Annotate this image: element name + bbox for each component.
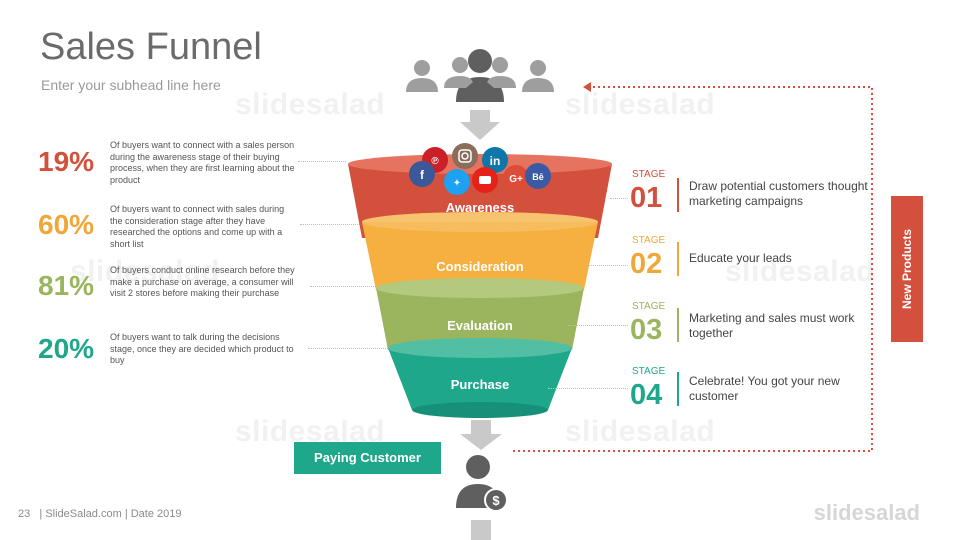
social-media-icons: ℗ in f ✦ G+ Bē: [409, 143, 551, 195]
funnel-label-purchase: Purchase: [451, 377, 510, 392]
page-number: 23: [18, 508, 31, 520]
connector-line: [568, 325, 628, 326]
connector-line: [310, 286, 380, 287]
stage-number: 02: [630, 248, 663, 280]
svg-text:in: in: [490, 154, 501, 168]
stage-text: Marketing and sales must work together: [689, 311, 855, 340]
stage-number: 03: [630, 314, 663, 346]
stat-value: 81%: [38, 270, 95, 301]
svg-text:G+: G+: [509, 174, 523, 185]
watermark: slidesalad: [235, 88, 386, 121]
watermark: slidesalad: [70, 255, 221, 288]
funnel-label-awareness: Awareness: [446, 200, 514, 215]
svg-text:✦: ✦: [453, 178, 461, 189]
feedback-loop-arrow: [513, 82, 873, 452]
sales-funnel: ℗ in f ✦ G+ Bē Awareness Consideration E…: [348, 143, 612, 418]
connector-line: [300, 224, 368, 225]
stat-value: 20%: [38, 333, 95, 364]
stage-number: 04: [630, 379, 663, 411]
stage-text: Educate your leads: [689, 251, 792, 265]
stage-label: STAGE: [632, 301, 666, 312]
svg-text:f: f: [420, 168, 425, 182]
brand-logo: slidesalad: [813, 500, 920, 525]
stage-divider: [677, 308, 679, 342]
stat-description: Of buyers want to talk during the decisi…: [110, 332, 294, 365]
svg-text:Bē: Bē: [532, 172, 544, 182]
linkedin-icon: [482, 147, 508, 173]
connector-line: [298, 161, 346, 162]
funnel-segment-evaluation: [376, 288, 584, 350]
stage-text: Celebrate! You got your new customer: [689, 374, 840, 403]
funnel-label-evaluation: Evaluation: [447, 318, 513, 333]
stat-description: Of buyers conduct online research before…: [110, 265, 295, 298]
svg-text:℗: ℗: [431, 156, 438, 167]
funnel-segment-consideration: [362, 222, 598, 290]
svg-text:$: $: [492, 493, 500, 508]
connector-line: [588, 265, 628, 266]
footer: 23 | SlideSalad.com | Date 2019: [18, 508, 182, 520]
people-group-icon: [406, 49, 554, 140]
stage-label: STAGE: [632, 235, 666, 246]
funnel-label-consideration: Consideration: [436, 259, 523, 274]
googleplus-icon: [503, 165, 529, 191]
page-title: Sales Funnel: [40, 26, 262, 68]
stage-number: 01: [630, 182, 663, 214]
connector-line: [548, 388, 628, 389]
paying-customer-label: Paying Customer: [294, 442, 441, 474]
stage-text: Draw potential customers thought marketi…: [689, 179, 868, 208]
subhead: Enter your subhead line here: [41, 77, 221, 93]
funnel-segment-purchase: [388, 348, 572, 410]
connector-line: [308, 348, 396, 349]
stage-divider: [677, 372, 679, 406]
twitter-icon: [444, 169, 470, 195]
watermark: slidesalad: [565, 415, 716, 448]
behance-icon: [525, 163, 551, 189]
connector-line: [610, 198, 628, 199]
down-arrow-icon: [460, 420, 502, 540]
footer-text: | SlideSalad.com | Date 2019: [39, 508, 182, 520]
stage-label: STAGE: [632, 169, 666, 180]
watermark: slidesalad: [725, 255, 876, 288]
stage-label: STAGE: [632, 366, 666, 377]
stage-divider: [677, 178, 679, 212]
new-products-label: New Products: [891, 196, 923, 342]
watermark: slidesalad: [565, 88, 716, 121]
instagram-icon: [452, 143, 478, 169]
stage-divider: [677, 242, 679, 276]
stat-description: Of buyers want to connect with a sales p…: [110, 140, 295, 185]
stat-value: 19%: [38, 146, 95, 177]
facebook-icon: [409, 161, 435, 187]
stat-description: Of buyers want to connect with sales dur…: [110, 204, 285, 249]
stat-value: 60%: [38, 209, 95, 240]
customer-dollar-icon: $: [456, 455, 508, 512]
